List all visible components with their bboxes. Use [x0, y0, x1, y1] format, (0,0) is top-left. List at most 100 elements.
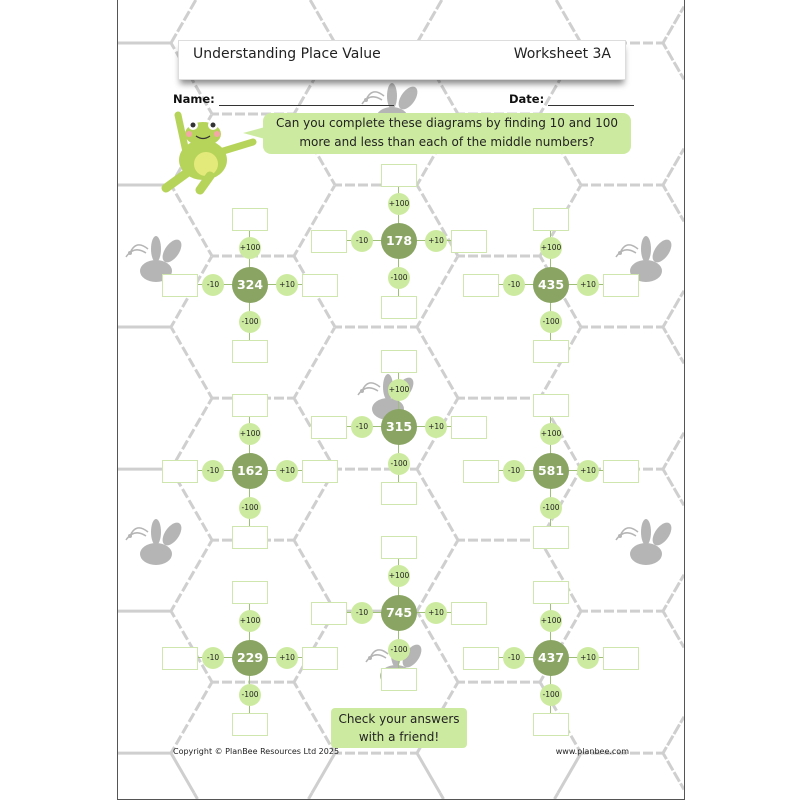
copyright: Copyright © PlanBee Resources Ltd 2025: [173, 747, 340, 756]
operator-up: +100: [540, 610, 562, 632]
date-label: Date:: [509, 92, 545, 106]
answer-box-left[interactable]: [162, 460, 198, 483]
operator-left: -10: [503, 460, 525, 482]
center-number: 435: [533, 267, 569, 303]
bee-icon: [615, 519, 672, 565]
place-value-diagram: +100 -100 -10 +10 745: [299, 513, 499, 713]
answer-box-up[interactable]: [533, 394, 569, 417]
operator-down: -100: [239, 311, 261, 333]
center-number: 745: [381, 595, 417, 631]
answer-box-right[interactable]: [302, 647, 338, 670]
answer-box-right[interactable]: [302, 274, 338, 297]
answer-box-right[interactable]: [451, 602, 487, 625]
name-field[interactable]: Name:: [173, 92, 394, 106]
answer-box-up[interactable]: [381, 350, 417, 373]
operator-up: +100: [388, 565, 410, 587]
operator-up: +100: [540, 237, 562, 259]
website-link: www.planbee.com: [555, 747, 629, 756]
operator-right: +10: [425, 230, 447, 252]
answer-box-left[interactable]: [162, 274, 198, 297]
operator-right: +10: [577, 647, 599, 669]
answer-box-left[interactable]: [311, 416, 347, 439]
answer-box-right[interactable]: [603, 274, 639, 297]
answer-box-down[interactable]: [533, 340, 569, 363]
answer-box-up[interactable]: [232, 581, 268, 604]
answer-box-right[interactable]: [603, 647, 639, 670]
answer-box-left[interactable]: [162, 647, 198, 670]
worksheet-title: Understanding Place Value: [193, 46, 381, 62]
operator-left: -10: [503, 647, 525, 669]
name-label: Name:: [173, 92, 215, 106]
operator-left: -10: [351, 416, 373, 438]
center-number: 315: [381, 409, 417, 445]
operator-up: +100: [239, 610, 261, 632]
operator-up: +100: [388, 193, 410, 215]
check-answers-note: Check your answers with a friend!: [331, 708, 467, 748]
answer-box-right[interactable]: [451, 416, 487, 439]
operator-up: +100: [239, 237, 261, 259]
operator-down: -100: [388, 453, 410, 475]
center-number: 324: [232, 267, 268, 303]
answer-box-down[interactable]: [232, 526, 268, 549]
answer-box-up[interactable]: [381, 536, 417, 559]
answer-box-right[interactable]: [302, 460, 338, 483]
answer-box-left[interactable]: [463, 460, 499, 483]
center-number: 437: [533, 640, 569, 676]
bee-icon: [615, 236, 672, 282]
answer-box-up[interactable]: [381, 164, 417, 187]
answer-box-left[interactable]: [311, 602, 347, 625]
frog-icon: [161, 111, 257, 195]
operator-right: +10: [425, 416, 447, 438]
answer-box-right[interactable]: [451, 230, 487, 253]
instruction-bubble: Can you complete these diagrams by findi…: [243, 113, 631, 154]
operator-down: -100: [239, 684, 261, 706]
operator-left: -10: [202, 274, 224, 296]
operator-down: -100: [540, 497, 562, 519]
operator-right: +10: [276, 460, 298, 482]
answer-box-left[interactable]: [311, 230, 347, 253]
operator-up: +100: [239, 423, 261, 445]
operator-up: +100: [540, 423, 562, 445]
operator-up: +100: [388, 379, 410, 401]
answer-box-down[interactable]: [533, 713, 569, 736]
operator-right: +10: [425, 602, 447, 624]
answer-box-down[interactable]: [232, 340, 268, 363]
answer-box-left[interactable]: [463, 647, 499, 670]
date-field[interactable]: Date:: [509, 92, 635, 106]
operator-left: -10: [503, 274, 525, 296]
center-number: 229: [232, 640, 268, 676]
answer-box-up[interactable]: [232, 394, 268, 417]
place-value-diagram: +100 -100 -10 +10 315: [299, 327, 499, 527]
center-number: 581: [533, 453, 569, 489]
operator-right: +10: [577, 274, 599, 296]
place-value-diagram: +100 -100 -10 +10 581: [451, 371, 651, 571]
operator-left: -10: [351, 602, 373, 624]
operator-down: -100: [388, 639, 410, 661]
operator-down: -100: [388, 267, 410, 289]
answer-box-down[interactable]: [533, 526, 569, 549]
operator-down: -100: [239, 497, 261, 519]
operator-left: -10: [202, 460, 224, 482]
answer-box-down[interactable]: [232, 713, 268, 736]
worksheet-page: Understanding Place Value Worksheet 3A N…: [117, 0, 685, 800]
center-number: 162: [232, 453, 268, 489]
answer-box-down[interactable]: [381, 482, 417, 505]
place-value-diagram: +100 -100 -10 +10 162: [150, 371, 350, 571]
answer-box-up[interactable]: [533, 208, 569, 231]
place-value-diagram: +100 -100 -10 +10 324: [150, 185, 350, 385]
answer-box-left[interactable]: [463, 274, 499, 297]
operator-right: +10: [577, 460, 599, 482]
answer-box-up[interactable]: [232, 208, 268, 231]
center-number: 178: [381, 223, 417, 259]
answer-box-down[interactable]: [381, 296, 417, 319]
operator-right: +10: [276, 274, 298, 296]
operator-right: +10: [276, 647, 298, 669]
answer-box-up[interactable]: [533, 581, 569, 604]
answer-box-down[interactable]: [381, 668, 417, 691]
worksheet-number: Worksheet 3A: [513, 46, 611, 62]
bee-icon: [125, 519, 182, 565]
answer-box-right[interactable]: [603, 460, 639, 483]
